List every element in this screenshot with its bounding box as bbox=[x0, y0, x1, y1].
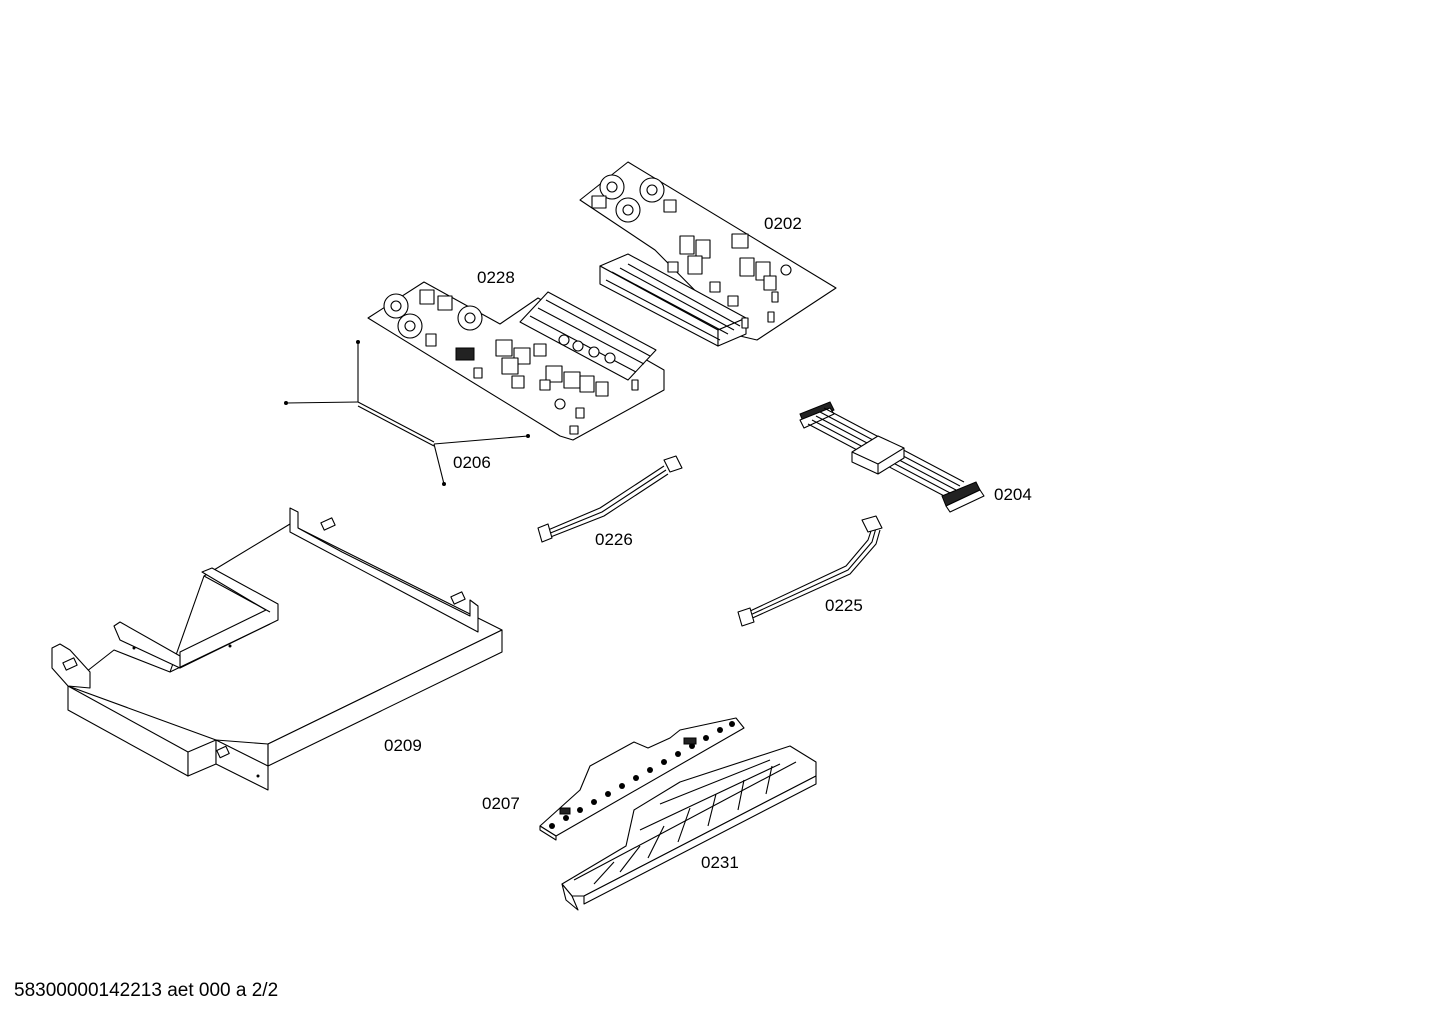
label-0209: 0209 bbox=[384, 736, 422, 755]
part-0204-ribbon-cable[interactable] bbox=[799, 401, 985, 513]
part-0209-base-tray[interactable] bbox=[51, 507, 503, 791]
part-0226-wire-harness[interactable] bbox=[537, 455, 683, 543]
label-0206: 0206 bbox=[453, 453, 491, 472]
part-0207-control-board[interactable] bbox=[539, 717, 745, 841]
part-0206-bracket[interactable] bbox=[284, 340, 530, 486]
document-id-footer: 58300000142213 aet 000 a 2/2 bbox=[14, 980, 279, 1001]
label-0202: 0202 bbox=[764, 214, 802, 233]
part-0225-wire-harness[interactable] bbox=[737, 515, 883, 627]
label-0228: 0228 bbox=[477, 268, 515, 287]
label-0231: 0231 bbox=[701, 853, 739, 872]
label-0207: 0207 bbox=[482, 794, 520, 813]
label-0204: 0204 bbox=[994, 485, 1032, 504]
part-0202-circuit-board[interactable] bbox=[579, 161, 837, 347]
part-0231-frame[interactable] bbox=[561, 745, 817, 911]
label-0225: 0225 bbox=[825, 596, 863, 615]
part-0228-circuit-board[interactable] bbox=[367, 281, 665, 441]
label-0226: 0226 bbox=[595, 530, 633, 549]
